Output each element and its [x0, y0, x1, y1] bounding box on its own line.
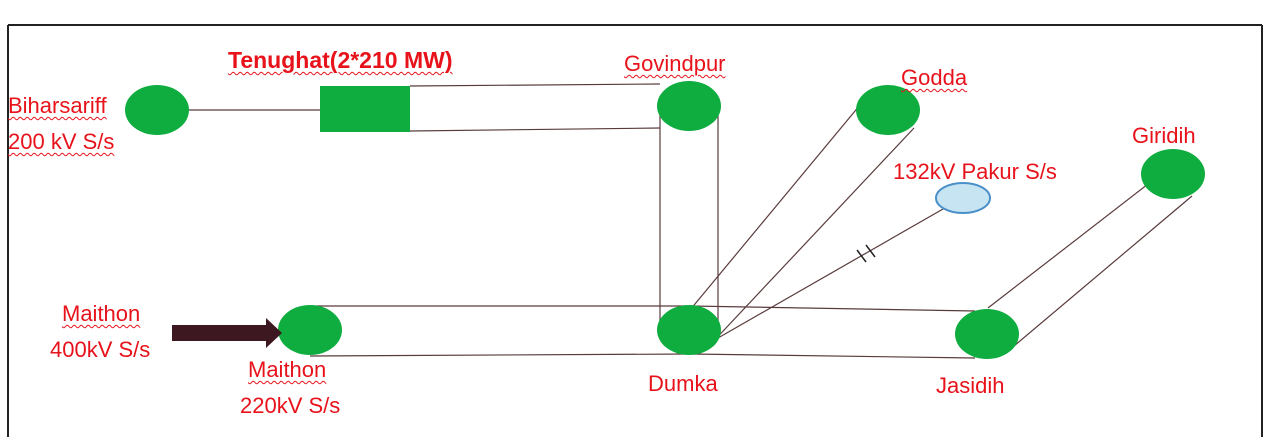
- maithon-220-voltage: 220kV S/s: [240, 393, 341, 418]
- biharsariff-voltage-label: 200 kV S/s: [8, 129, 115, 154]
- line-dumka-pakur: [717, 204, 951, 339]
- line-dumka-godda-2: [709, 127, 915, 346]
- maithon-feed-arrow: [172, 318, 282, 348]
- maithon-400-voltage: 400kV S/s: [50, 337, 151, 362]
- dumka-node: [657, 305, 721, 355]
- tenughat-plant: [320, 86, 410, 132]
- line-dumka-jasidih-bottom: [689, 353, 976, 359]
- line-break-marks: [856, 244, 876, 263]
- biharsariff-name: Biharsariff: [8, 93, 107, 118]
- line-tenughat-govindpur-bottom: [409, 127, 661, 132]
- transmission-lines: [186, 83, 1193, 359]
- giridih-label: Giridih: [1132, 123, 1196, 148]
- line-jasidih-giridih-1: [987, 183, 1149, 309]
- jasidih-node: [955, 309, 1019, 359]
- line-dumka-jasidih-top: [689, 305, 976, 312]
- line-tenughat-govindpur-top: [409, 83, 661, 87]
- biharsariff-label: Biharsariff: [8, 92, 107, 120]
- govindpur-label: Govindpur: [624, 51, 726, 76]
- maithon-220-name: Maithon: [248, 357, 327, 382]
- dumka-label: Dumka: [648, 371, 718, 396]
- govindpur-node: [657, 81, 721, 131]
- pakur-label: 132kV Pakur S/s: [893, 159, 1057, 184]
- tenughat-label: Tenughat(2*210 MW): [228, 47, 453, 73]
- line-jasidih-giridih-2: [1013, 195, 1193, 347]
- pakur-node: [935, 182, 991, 214]
- giridih-node: [1141, 149, 1205, 199]
- maithon-220-node: [278, 305, 342, 355]
- godda-label: Godda: [901, 65, 968, 90]
- biharsariff-node: [125, 85, 189, 135]
- maithon-400-name: Maithon: [62, 301, 141, 326]
- jasidih-label: Jasidih: [936, 373, 1005, 398]
- line-maithon-dumka-bottom: [309, 353, 691, 357]
- godda-node: [856, 85, 920, 135]
- line-dumka-godda-1: [689, 104, 861, 311]
